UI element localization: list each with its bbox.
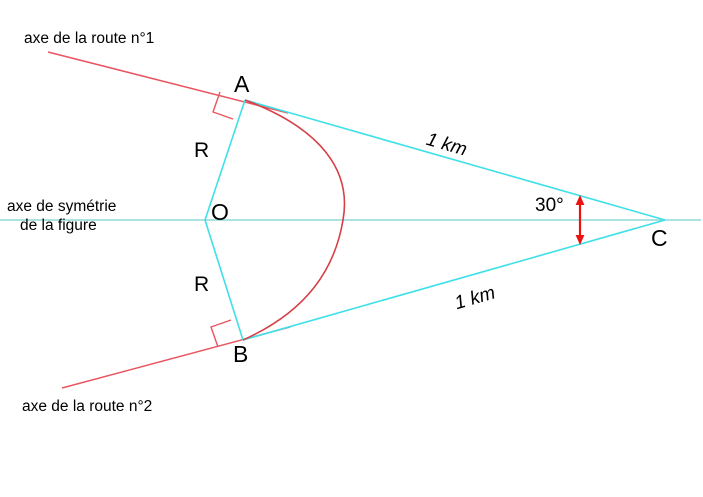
symmetry-axis-label-line2: de la figure	[20, 216, 97, 234]
road-axis-1-line	[47, 51, 289, 114]
point-c-label: C	[651, 225, 668, 251]
point-o-label: O	[211, 199, 229, 225]
segment-ac-line	[244, 99, 666, 221]
right-angle-marker-b	[210, 319, 232, 348]
point-b-label: B	[233, 341, 249, 367]
angle-arrow-30	[575, 195, 585, 245]
road-arc-path	[242, 99, 346, 341]
angle-30-label: 30°	[535, 195, 564, 216]
segment-bc-line	[242, 219, 666, 341]
point-a-label: A	[234, 71, 250, 97]
radius-upper-label: R	[194, 139, 210, 162]
road-axis-2-label: axe de la route n°2	[22, 398, 153, 415]
symmetry-axis-label-line1: axe de symétrie	[7, 198, 117, 215]
road-axis-1-label: axe de la route n°1	[24, 30, 155, 47]
radius-oa-line	[204, 99, 246, 221]
right-angle-marker-a	[212, 91, 234, 120]
radius-lower-label: R	[194, 273, 210, 296]
radius-ob-line	[204, 219, 244, 341]
